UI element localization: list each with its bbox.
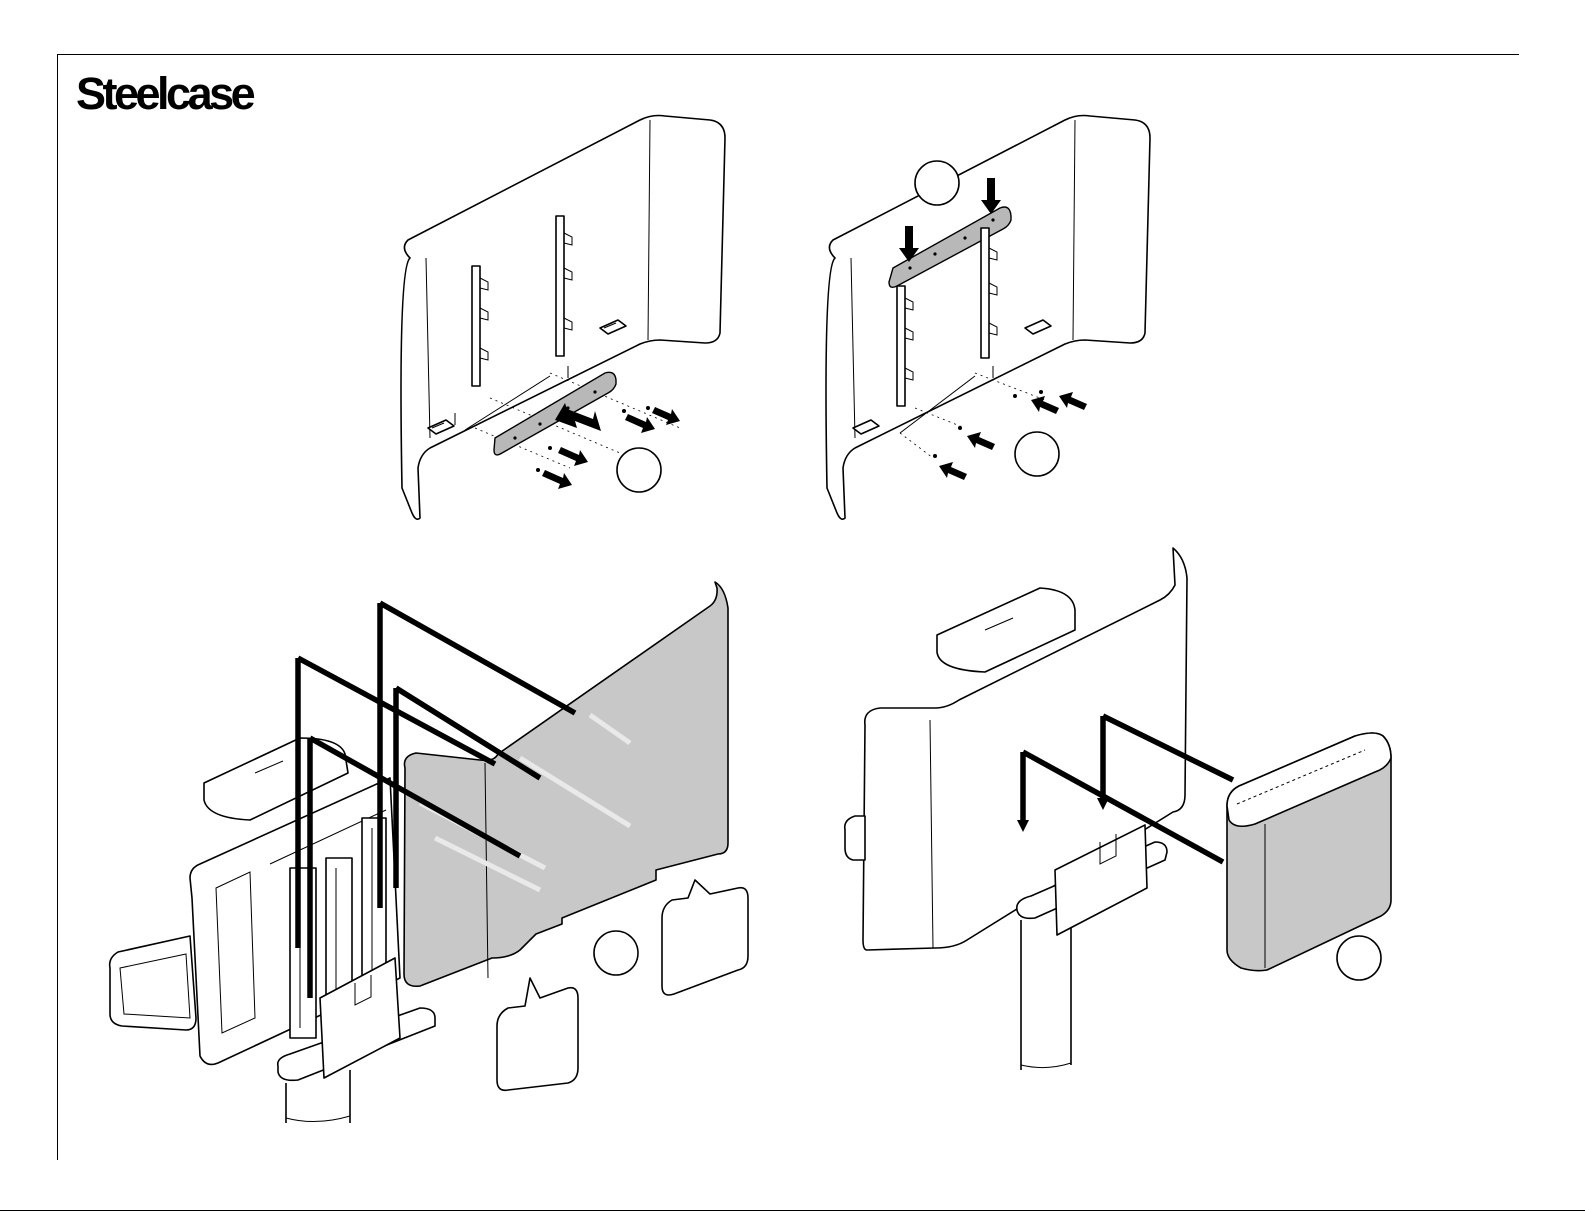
speech-bubble-icon	[662, 880, 748, 995]
callout-circle-icon	[1337, 936, 1381, 980]
brand-logo: Steelcase	[76, 66, 252, 122]
step-1-illustration	[390, 108, 750, 528]
arrow-icon	[1031, 396, 1059, 414]
step-3-illustration	[100, 578, 760, 1128]
speech-bubble-icon	[497, 978, 578, 1090]
frame-bottom-rule	[0, 1210, 1585, 1211]
frame-top-rule	[57, 54, 1519, 55]
arrow-icon	[558, 447, 588, 466]
step-4-illustration	[835, 540, 1415, 1080]
callout-circle-icon	[1015, 432, 1059, 476]
rail-left	[897, 286, 905, 406]
arrow-icon	[939, 462, 967, 480]
callout-circle-icon	[617, 448, 661, 492]
callout-circle-icon	[915, 161, 959, 205]
arrow-icon	[1059, 392, 1087, 410]
callout-circle-icon	[594, 931, 638, 975]
arrow-icon	[967, 432, 995, 450]
frame-left-rule	[57, 54, 58, 1160]
step-2-illustration	[815, 108, 1175, 528]
arrow-icon	[625, 414, 655, 433]
rail-right	[981, 228, 989, 358]
pole	[1021, 910, 1071, 1070]
arrow-icon	[542, 470, 572, 489]
